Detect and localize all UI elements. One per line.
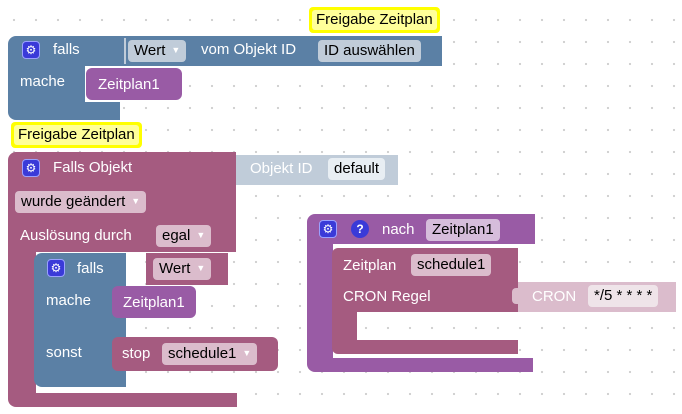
do-label: mache [20, 73, 66, 90]
schedule-name-field[interactable]: schedule1 [411, 254, 492, 276]
comment-bubble[interactable]: Freigabe Zeitplan [11, 122, 142, 148]
cron-block-plug [512, 288, 520, 304]
gear-icon[interactable]: ⚙ [22, 159, 40, 177]
function-name-field[interactable]: Zeitplan1 [426, 219, 500, 241]
inner-if-label: falls [77, 260, 104, 277]
cron-value-field[interactable]: */5 * * * * [588, 285, 659, 307]
else-label: sonst [46, 344, 82, 361]
trigger-by-dropdown[interactable]: egal ▼ [156, 225, 212, 247]
condition-dropdown[interactable]: wurde geändert ▼ [15, 191, 147, 213]
trigger-label: Falls Objekt [53, 159, 133, 176]
cron-rule-label: CRON Regel [343, 288, 431, 305]
comment-bubble[interactable]: Freigabe Zeitplan [309, 7, 440, 33]
inner-value-dropdown[interactable]: Wert ▼ [153, 258, 212, 280]
if-label: falls [53, 41, 80, 58]
schedule-label: Zeitplan [343, 257, 397, 274]
procedure-call-block[interactable] [86, 68, 182, 100]
comment-text: Freigabe Zeitplan [312, 10, 437, 30]
chevron-down-icon: ▼ [196, 230, 206, 240]
value-dropdown-label: Wert [134, 42, 166, 59]
inner-do-label: mache [46, 292, 92, 309]
inner-value-dropdown-label: Wert [159, 260, 191, 277]
value-socket [124, 38, 126, 64]
comment-text: Freigabe Zeitplan [14, 125, 139, 145]
trigger-block-spine [8, 252, 36, 404]
condition-dropdown-label: wurde geändert [21, 193, 126, 210]
procedure-call-label: Zeitplan1 [123, 294, 185, 311]
object-id-label: vom Objekt ID [201, 41, 297, 58]
cron-label: CRON [532, 288, 577, 305]
procedure-call-block[interactable] [112, 286, 196, 318]
gear-icon[interactable]: ⚙ [319, 220, 337, 238]
value-dropdown[interactable]: Wert ▼ [128, 40, 187, 62]
chevron-down-icon: ▼ [242, 348, 252, 358]
gear-icon[interactable]: ⚙ [47, 259, 65, 277]
procedure-call-label: Zeitplan1 [98, 76, 160, 93]
chevron-down-icon: ▼ [131, 196, 141, 206]
schedule-spine [332, 312, 357, 342]
object-id-value[interactable]: default [328, 158, 386, 180]
procedure-spine [307, 244, 333, 362]
trigger-block-footer [8, 393, 237, 407]
to-label: nach [382, 221, 415, 238]
object-id-field[interactable]: ID auswählen [318, 40, 421, 62]
procedure-header[interactable] [307, 214, 535, 244]
procedure-footer [307, 358, 533, 372]
help-icon[interactable]: ? [351, 220, 369, 238]
stop-dropdown[interactable]: schedule1 ▼ [162, 343, 258, 365]
chevron-down-icon: ▼ [171, 45, 181, 55]
trigger-by-dropdown-label: egal [162, 227, 191, 244]
chevron-down-icon: ▼ [196, 263, 206, 273]
gear-icon[interactable]: ⚙ [22, 41, 40, 59]
stop-label: stop [122, 345, 151, 362]
schedule-footer [332, 340, 518, 354]
trigger-by-label: Auslösung durch [20, 227, 132, 244]
object-id-label: Objekt ID [250, 160, 313, 177]
stop-dropdown-label: schedule1 [168, 345, 237, 362]
